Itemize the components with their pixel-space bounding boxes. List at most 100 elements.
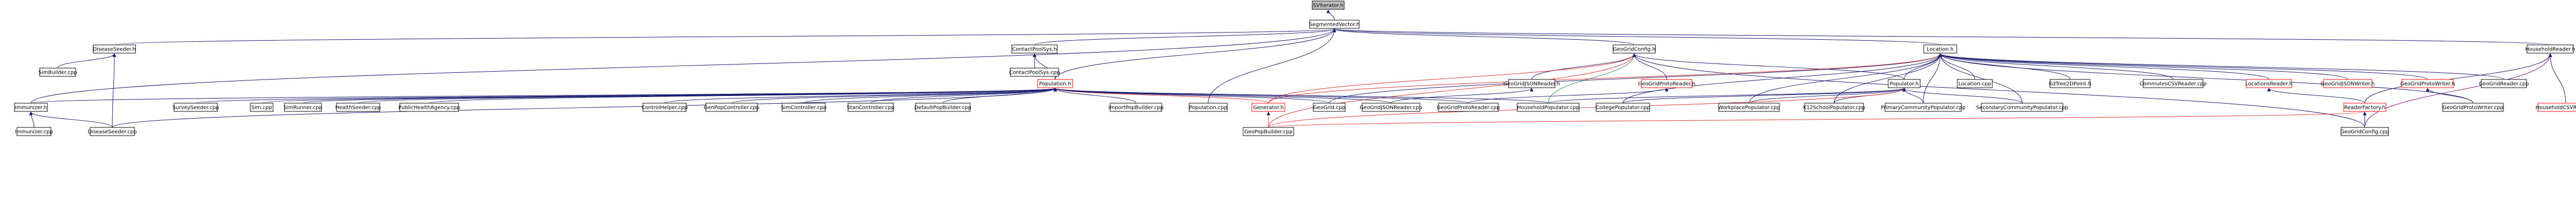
node-population-h[interactable]: Population.h (1037, 79, 1073, 88)
node-segvec[interactable]: SegmentedVector.h (1309, 20, 1360, 29)
node-box (1309, 20, 1360, 29)
node-label: ContactPoolSys.h (1012, 47, 1057, 53)
node-publichealthagency-cpp[interactable]: PublicHealthAgency.cpp (398, 103, 460, 112)
node-locationsreader-h[interactable]: LocationsReader.h (2245, 79, 2293, 88)
node-geogridprotoreader-h[interactable]: GeoGridProtoReader.h (1638, 79, 1696, 88)
dependency-edge (2364, 53, 2552, 128)
dependency-edge (1622, 53, 1942, 104)
node-geogridprotowriter-cpp[interactable]: GeoGridProtoWriter.cpp (2442, 103, 2504, 112)
dependency-edge (803, 88, 1057, 104)
file-nodes: SVIterator.hSegmentedVector.hDiseaseSeed… (14, 1, 2576, 136)
node-box (1885, 103, 1962, 112)
node-populator-h[interactable]: Populator.h (1888, 79, 1921, 88)
node-readerfactory-h[interactable]: ReaderFactory.h (2343, 103, 2386, 112)
node-box (1613, 44, 1656, 54)
node-label: LocationsReader.h (2245, 81, 2293, 87)
node-box (2049, 79, 2091, 88)
node-geogridjsonwriter-h[interactable]: GeoGridJSONWriter.h (2321, 79, 2375, 88)
node-secondarycommunitypopulator-cpp[interactable]: SecondaryCommunityPopulator.cpp (1976, 103, 2069, 112)
dependency-edge (1329, 53, 1942, 104)
dependency-edge (1333, 28, 1941, 45)
node-label: Location.cpp (1958, 81, 1991, 87)
node-genpopcontroller-cpp[interactable]: GenPopController.cpp (704, 103, 759, 112)
dependency-edge (1938, 53, 2428, 80)
node-simbuilder-cpp[interactable]: SimBuilder.cpp (39, 68, 77, 77)
node-geogridjsonreader-cpp[interactable]: GeoGridJSONReader.cpp (1360, 103, 1422, 112)
node-householdreader-h[interactable]: HouseholdReader.h (2526, 44, 2575, 54)
dependency-edge (1938, 53, 2174, 80)
node-householdcsvreader-h[interactable]: HouseholdCSVReader.h (2535, 103, 2576, 112)
node-importpopbuilder-cpp[interactable]: ImportPopBuilder.cpp (1108, 103, 1164, 112)
node-label: StanController.cpp (847, 105, 894, 111)
node-label: HealthSeeder.cpp (335, 105, 381, 111)
node-label: GeoGridProtoWriter.cpp (2443, 105, 2503, 111)
node-geogridreader-cpp[interactable]: GeoGridReader.cpp (2479, 79, 2529, 88)
dependency-edge (1902, 88, 2023, 104)
node-diseaseseeder-cpp[interactable]: DiseaseSeeder.cpp (88, 127, 137, 136)
node-box (2481, 79, 2527, 88)
dependency-edge (1326, 9, 1335, 21)
dependency-edge (1834, 53, 1942, 104)
node-collegepopulator-cpp[interactable]: CollegePopulator.cpp (1596, 103, 1650, 112)
node-healthseeder-cpp[interactable]: HealthSeeder.cpp (335, 103, 381, 112)
node-geopopbuilder-cpp[interactable]: GeoPopBuilder.cpp (1243, 127, 1294, 136)
dependency-edge (1938, 53, 2269, 80)
node-box (250, 103, 274, 112)
node-box (1313, 103, 1346, 112)
node-label: ImportPopBuilder.cpp (1108, 105, 1163, 111)
dependency-edge (112, 88, 1057, 128)
node-workplacepopulator-cpp[interactable]: WorkplacePopulator.cpp (1718, 103, 1780, 112)
node-box (1596, 103, 1650, 112)
node-box (2537, 103, 2576, 112)
node-label: DiseaseSeeder.h (93, 47, 135, 53)
node-primarycommunitypopulator-cpp[interactable]: PrimaryCommunityPopulator.cpp (1881, 103, 1966, 112)
node-geogridconfig-h[interactable]: GeoGridConfig.h (1613, 44, 1656, 54)
node-stancontroller-cpp[interactable]: StanController.cpp (847, 103, 894, 112)
dependency-edge (1632, 53, 1667, 80)
dependency-edge (1902, 88, 1924, 104)
node-box (2343, 103, 2386, 112)
node-simcontroller-cpp[interactable]: SimController.cpp (781, 103, 827, 112)
node-contactpoolsys-cpp[interactable]: ContactPoolSys.cpp (1009, 68, 1060, 77)
node-label: Sim.cpp (251, 105, 272, 111)
node-simrunner-cpp[interactable]: SimRunner.cpp (283, 103, 323, 112)
dependency-edge (30, 88, 1057, 104)
node-generator-h[interactable]: Generator.h (1251, 103, 1285, 112)
node-geogridconfig-cpp[interactable]: GeoGridConfig.cpp (2341, 127, 2389, 136)
node-geogridprotoreader-cpp[interactable]: GeoGridProtoReader.cpp (1437, 103, 1500, 112)
node-population-cpp[interactable]: Population.cpp (1189, 103, 1228, 112)
node-label: GeoPopBuilder.cpp (1244, 129, 1293, 135)
node-box (1110, 103, 1162, 112)
node-geogrid-cpp[interactable]: GeoGrid.cpp (1313, 103, 1346, 112)
dependency-edge (1268, 53, 1636, 128)
node-diseaseseeder-h[interactable]: DiseaseSeeder.h (93, 44, 136, 54)
dependency-edge (1548, 88, 1906, 104)
node-label: GeoGridReader.cpp (2479, 81, 2529, 87)
node-label: WorkplacePopulator.cpp (1718, 105, 1780, 111)
node-immunizer-cpp[interactable]: Immunizer.cpp (15, 127, 53, 136)
node-box (1037, 79, 1073, 88)
dependency-edge (1268, 88, 1906, 128)
node-surveyseeder-cpp[interactable]: SurveySeeder.cpp (173, 103, 219, 112)
node-householdpopulator-cpp[interactable]: HouseholdPopulator.cpp (1517, 103, 1580, 112)
node-controlhelper-cpp[interactable]: ControlHelper.cpp (641, 103, 688, 112)
node-contactpoolsys-h[interactable]: ContactPoolSys.h (1011, 44, 1058, 54)
node-geogridprotowriter-h[interactable]: GeoGridProtoWriter.h (2400, 79, 2455, 88)
node-k12schoolpopulator-cpp[interactable]: K12SchoolPopulator.cpp (1803, 103, 1865, 112)
node-box (782, 103, 826, 112)
node-immunizer-h[interactable]: Immunizer.h (14, 103, 48, 112)
node-sim-cpp[interactable]: Sim.cpp (250, 103, 274, 112)
node-svit[interactable]: SVIterator.h (1312, 1, 1345, 10)
node-location-h[interactable]: Location.h (1923, 44, 1957, 54)
node-location-cpp[interactable]: Location.cpp (1957, 79, 1993, 88)
node-box (642, 103, 687, 112)
node-defaultpopbuilder-cpp[interactable]: DefaultPopBuilder.cpp (914, 103, 972, 112)
node-kdtree2dpoint-h[interactable]: KdTree2DPoint.h (2049, 79, 2091, 88)
node-commutescsvreader-cpp[interactable]: CommutesCSVReader.cpp (2140, 79, 2207, 88)
node-box (399, 103, 459, 112)
node-geogridjsonreader-h[interactable]: GeoGridJSONReader.h (1503, 79, 1560, 88)
dependency-edge (1268, 53, 1636, 104)
node-box (1718, 103, 1780, 112)
dependency-edge (1622, 88, 1906, 104)
